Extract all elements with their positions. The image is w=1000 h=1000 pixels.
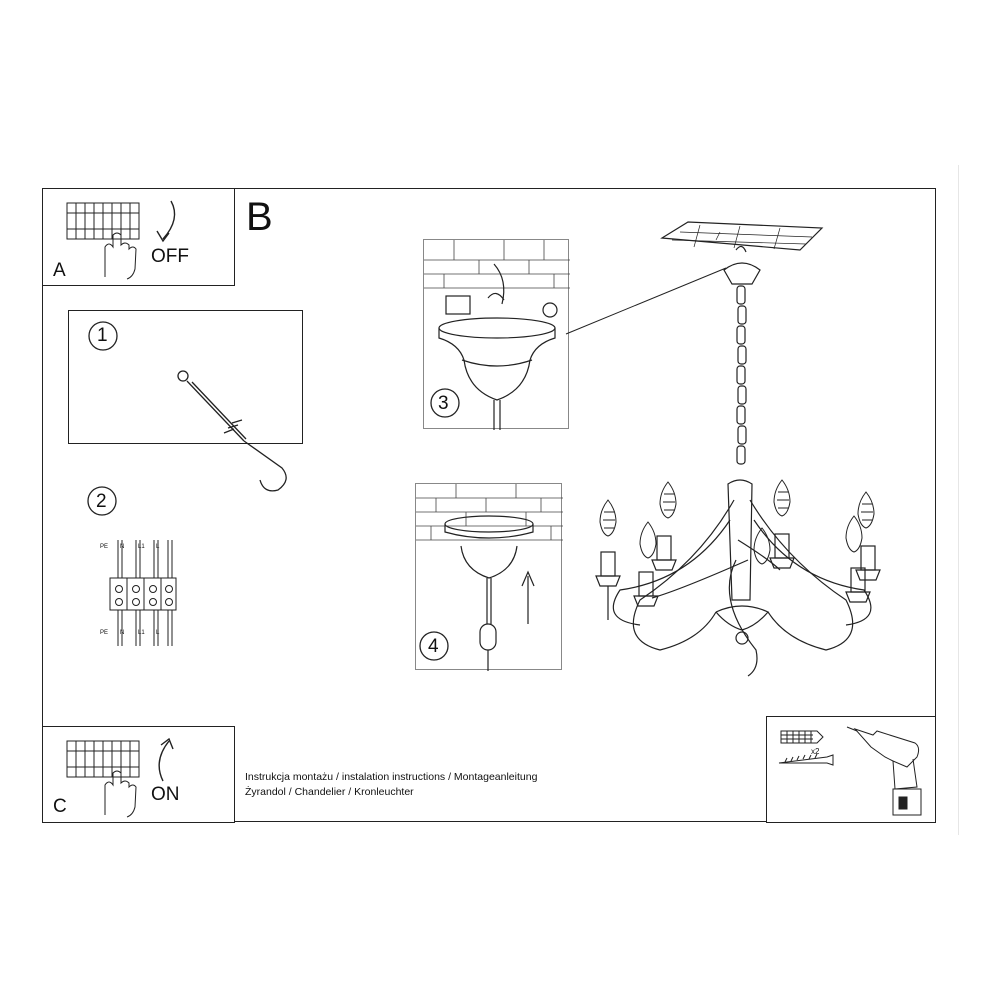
panel-a-off-label: OFF: [151, 246, 189, 267]
instruction-sheet-frame: [42, 188, 936, 822]
candle-cups: [595, 533, 881, 620]
step-4-number: 4: [428, 636, 439, 657]
wire-label-l1-top: L1: [138, 544, 145, 550]
arrow-up-icon: [158, 737, 174, 782]
caption-instructions: Instrukcja montażu / instalation instruc…: [245, 771, 538, 783]
arrow-down-icon: [156, 200, 176, 243]
chain: [736, 285, 747, 465]
ceiling-canopy-wiring-illustration: [424, 240, 570, 430]
step-3-circle: [430, 388, 460, 418]
light-bulbs: [599, 479, 875, 565]
step-4-circle: [419, 631, 449, 661]
panel-a-letter: A: [53, 260, 66, 281]
breaker-on-illustration: [66, 737, 174, 818]
panel-c-letter: C: [53, 796, 67, 817]
terminal-block-icon: [109, 540, 177, 646]
screw-icon: [778, 753, 834, 766]
mounting-kit-box: x2: [766, 716, 936, 823]
step-2-number: 2: [96, 491, 107, 512]
page-edge-line: [958, 165, 959, 835]
step-3-box: 3: [423, 239, 570, 430]
kit-quantity: x2: [811, 747, 820, 756]
step-1-box: 1: [68, 310, 303, 444]
wire-label-pe-top: PE: [100, 544, 109, 550]
step-3-number: 3: [438, 393, 449, 414]
wire-label-l1-bottom: L1: [138, 630, 145, 636]
panel-a-power-off: A OFF: [42, 188, 235, 286]
caption-product: Żyrandol / Chandelier / Kronleuchter: [245, 786, 414, 798]
breaker-off-illustration: [66, 200, 176, 280]
step-4-box: 4: [415, 483, 563, 671]
wire-label-pe-bottom: PE: [100, 630, 109, 636]
kit-illustration: [778, 726, 922, 816]
step-2-circle: [87, 486, 117, 516]
canopy-lift-illustration: [416, 484, 563, 671]
panel-b-letter: B: [246, 195, 273, 239]
panel-c-on-label: ON: [151, 784, 180, 805]
panel-c-power-on: C ON: [42, 726, 235, 823]
wall-plug-icon: [780, 730, 824, 744]
step-1-circle: [88, 321, 118, 351]
step-1-number: 1: [97, 325, 108, 346]
drill-icon: [846, 726, 922, 816]
